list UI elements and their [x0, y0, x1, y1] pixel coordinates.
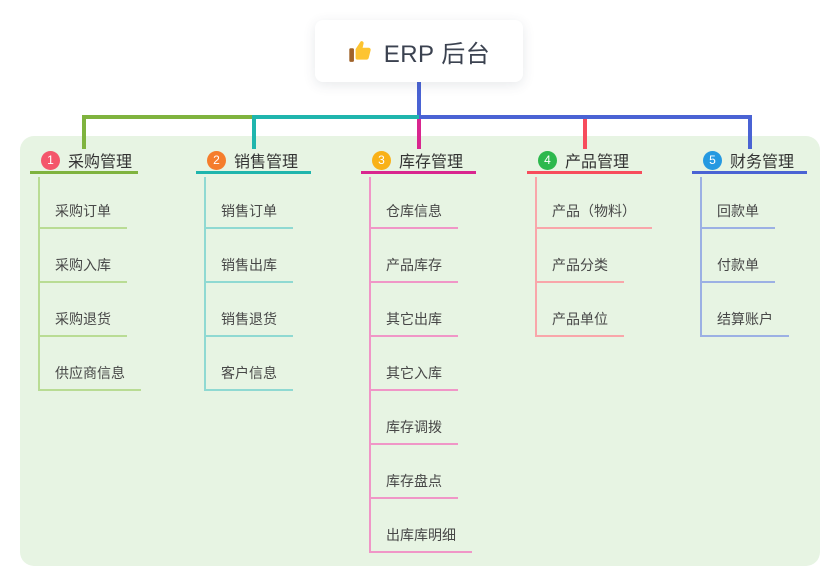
child-node[interactable]: 销售出库	[204, 256, 293, 283]
child-node[interactable]: 供应商信息	[38, 364, 141, 391]
branch-node[interactable]: 2 销售管理	[196, 149, 311, 174]
connector-child-trunk	[369, 177, 371, 553]
branch-number-badge: 4	[538, 150, 557, 170]
child-node[interactable]: 采购入库	[38, 256, 127, 283]
child-node[interactable]: 销售订单	[204, 202, 293, 229]
child-node[interactable]: 付款单	[700, 256, 775, 283]
branch-node[interactable]: 3 库存管理	[361, 149, 476, 174]
connector-child-trunk	[700, 177, 702, 337]
branch-number-badge: 2	[207, 150, 226, 170]
child-node[interactable]: 客户信息	[204, 364, 293, 391]
branch-number-badge: 3	[372, 150, 391, 170]
child-node[interactable]: 产品单位	[535, 310, 624, 337]
branch-node[interactable]: 4 产品管理	[527, 149, 642, 174]
branch-number-badge: 1	[41, 150, 60, 170]
connector-horizontal-blue	[418, 115, 750, 119]
child-node[interactable]: 结算账户	[700, 310, 789, 337]
child-node[interactable]: 库存盘点	[369, 472, 458, 499]
connector-child-trunk	[535, 177, 537, 337]
connector-drop-2	[251, 115, 256, 149]
child-node[interactable]: 产品（物料）	[535, 202, 652, 229]
connector-horizontal-teal	[253, 115, 421, 119]
root-node[interactable]: ERP 后台	[315, 20, 523, 82]
child-node[interactable]: 采购退货	[38, 310, 127, 337]
child-node[interactable]: 库存调拨	[369, 418, 458, 445]
child-node[interactable]: 产品分类	[535, 256, 624, 283]
child-node[interactable]: 其它入库	[369, 364, 458, 391]
connector-horizontal-green	[84, 115, 254, 119]
branch-number-badge: 5	[703, 150, 722, 170]
child-node[interactable]: 出库库明细	[369, 526, 472, 553]
connector-drop-5	[747, 115, 752, 149]
thumbs-up-icon	[349, 41, 371, 62]
connector-child-trunk	[38, 177, 40, 391]
child-node[interactable]: 采购订单	[38, 202, 127, 229]
child-node[interactable]: 回款单	[700, 202, 775, 229]
connector-drop-1	[82, 115, 86, 149]
branch-label: 销售管理	[234, 154, 299, 171]
child-node[interactable]: 产品库存	[369, 256, 458, 283]
branch-node[interactable]: 1 采购管理	[30, 149, 138, 174]
branch-label: 财务管理	[730, 154, 795, 171]
branch-node[interactable]: 5 财务管理	[692, 149, 807, 174]
branch-label: 库存管理	[399, 154, 464, 171]
connector-root-stem	[416, 82, 421, 119]
connector-drop-4	[582, 119, 587, 149]
child-node[interactable]: 其它出库	[369, 310, 458, 337]
connector-child-trunk	[204, 177, 206, 391]
branch-label: 产品管理	[565, 154, 630, 171]
root-label: ERP 后台	[383, 40, 491, 68]
child-node[interactable]: 销售退货	[204, 310, 293, 337]
branches-panel	[20, 136, 820, 566]
branch-label: 采购管理	[68, 154, 133, 171]
child-node[interactable]: 仓库信息	[369, 202, 458, 229]
connector-drop-3	[416, 119, 421, 149]
